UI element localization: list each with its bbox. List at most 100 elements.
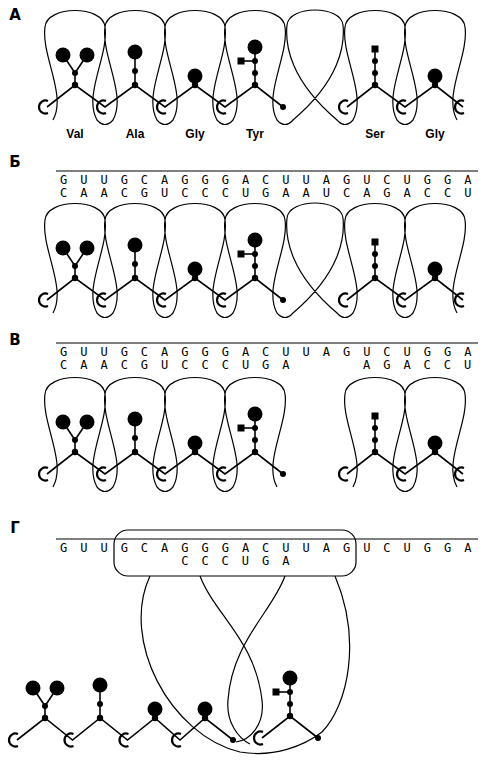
side-group <box>188 262 203 277</box>
crescent-end <box>254 732 263 745</box>
chain-end <box>230 737 236 743</box>
alpha-carbon <box>192 449 198 455</box>
side-group <box>188 436 203 451</box>
panel-letter: Б <box>9 155 20 170</box>
side-group <box>128 412 143 427</box>
side-group <box>198 702 213 717</box>
alpha-carbon <box>132 449 138 455</box>
alpha-carbon <box>72 275 78 281</box>
codon-sequence: G U U G C A G G G A C U U A G U C U G G … <box>60 542 474 554</box>
alpha-carbon <box>287 713 293 719</box>
bond-line <box>374 244 376 278</box>
amino-acid-label: Val <box>66 128 83 140</box>
alpha-carbon <box>252 449 258 455</box>
side-group <box>248 40 263 55</box>
alpha-carbon <box>252 82 258 88</box>
side-group <box>56 48 71 63</box>
crescent-end <box>157 468 166 481</box>
crescent-end <box>39 467 48 480</box>
trna-outline <box>45 10 466 125</box>
side-group <box>50 681 65 696</box>
mrna-strand <box>56 343 478 344</box>
trna-outline <box>45 203 466 318</box>
crescent-end <box>157 294 166 307</box>
panel-letter: А <box>9 8 21 23</box>
atom-dot <box>132 68 138 74</box>
atom-dot <box>372 263 378 269</box>
side-group <box>428 262 443 277</box>
trna-outline <box>345 378 466 492</box>
alpha-carbon <box>72 82 78 88</box>
atom-dot <box>132 435 138 441</box>
crescent-end <box>97 101 106 114</box>
side-group <box>283 671 298 686</box>
alpha-carbon <box>432 82 438 88</box>
side-group <box>26 681 41 696</box>
mrna-strand <box>56 539 478 540</box>
crescent-end <box>217 294 226 307</box>
trna-outline <box>141 576 349 754</box>
side-group <box>128 238 143 253</box>
anticodon-sequence: C A A C G U C C C U G A <box>60 359 292 371</box>
alpha-carbon <box>192 82 198 88</box>
side-group <box>80 48 95 63</box>
crescent-end <box>397 101 406 114</box>
side-group <box>248 233 263 248</box>
square-group <box>372 413 379 420</box>
amino-acid-label: Ala <box>126 128 145 140</box>
atom-dot <box>132 261 138 267</box>
trna-outline <box>200 576 262 742</box>
amino-acid-label: Gly <box>425 128 444 140</box>
alpha-carbon <box>132 275 138 281</box>
crescent-end <box>217 101 226 114</box>
atom-dot <box>372 58 378 64</box>
side-group <box>428 436 443 451</box>
side-group <box>188 69 203 84</box>
atom-dot <box>372 437 378 443</box>
square-group <box>273 689 280 696</box>
alpha-carbon <box>372 275 378 281</box>
crescent-end <box>455 101 464 114</box>
codon-sequence: G U U G C A G G G A C U U A G U C U G G … <box>60 346 474 358</box>
codon-sequence: G U U G C A G G G A C U U A G U C U G G … <box>60 174 474 186</box>
crescent-end <box>397 468 406 481</box>
alpha-carbon <box>432 275 438 281</box>
chain-end <box>280 297 286 303</box>
crescent-end <box>339 294 348 307</box>
crescent-end <box>157 101 166 114</box>
atom-dot <box>287 701 293 707</box>
crescent-end <box>120 734 129 747</box>
atom-dot <box>372 251 378 257</box>
backbone <box>262 716 318 738</box>
crescent-end <box>455 467 464 480</box>
side-group <box>80 241 95 256</box>
backbone <box>17 718 233 740</box>
backbone <box>347 85 463 107</box>
square-group <box>372 46 379 53</box>
side-group <box>56 415 71 430</box>
anticodon-sequence: C A A C G U C C C U G A A U C A G A C C … <box>60 187 474 199</box>
crescent-end <box>339 468 348 481</box>
square-group <box>238 251 245 258</box>
alpha-carbon <box>372 82 378 88</box>
bond-line <box>374 418 376 452</box>
alpha-carbon <box>252 275 258 281</box>
backbone <box>47 452 283 474</box>
crescent-end <box>9 734 18 747</box>
alpha-carbon <box>202 715 208 721</box>
square-group <box>238 58 245 65</box>
side-group <box>93 678 108 693</box>
side-group <box>128 45 143 60</box>
crescent-end <box>217 468 226 481</box>
alpha-carbon <box>97 715 103 721</box>
atom-dot <box>252 437 258 443</box>
atom-dot <box>372 70 378 76</box>
panel-a <box>39 10 465 125</box>
amino-acid-label: Ser <box>365 128 384 140</box>
alpha-carbon <box>42 715 48 721</box>
square-group <box>238 425 245 432</box>
backbone <box>347 278 463 300</box>
alpha-carbon <box>72 449 78 455</box>
